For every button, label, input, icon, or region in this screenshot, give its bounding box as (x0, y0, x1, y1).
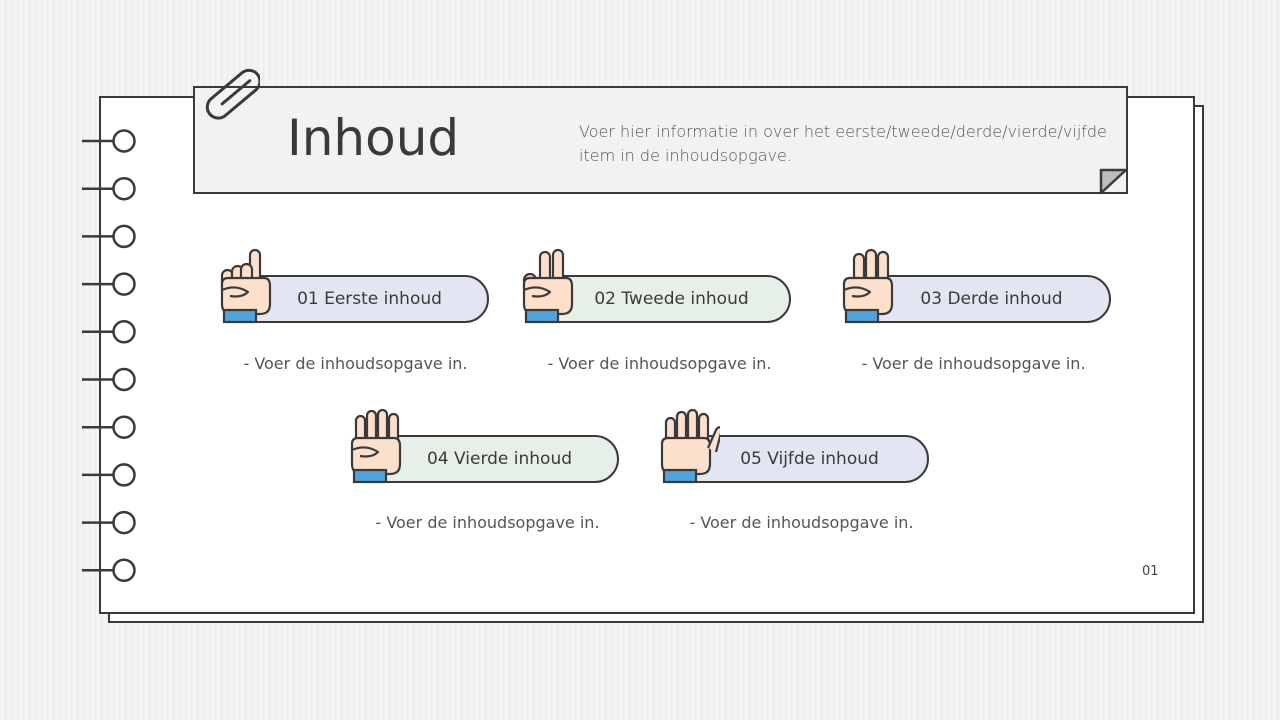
ring-hole (112, 367, 136, 392)
hand-three-fingers-icon (842, 248, 894, 324)
ring-hole (112, 558, 136, 583)
cuff (662, 468, 698, 484)
ring-hole (112, 510, 136, 535)
item-label-pill[interactable]: 02 Tweede inhoud (552, 275, 791, 323)
thumb (523, 286, 552, 298)
cuff (524, 308, 560, 324)
ring-hole (112, 224, 136, 249)
item-label-pill[interactable]: 01 Eerste inhoud (250, 275, 489, 323)
item-label: 01 Eerste inhoud (297, 289, 442, 309)
item-label: 03 Derde inhoud (920, 289, 1063, 309)
palm (842, 276, 894, 316)
item-label: 04 Vierde inhoud (426, 449, 573, 469)
cuff (352, 468, 388, 484)
item-description: - Voer de inhoudsopgave in. (243, 354, 468, 373)
ring-hole (112, 272, 136, 296)
ring-hole (112, 320, 136, 344)
item-description: - Voer de inhoudsopgave in. (689, 513, 914, 532)
hand-one-finger-icon (220, 248, 272, 324)
palm (350, 436, 402, 476)
item-label: 05 Vijfde inhoud (740, 449, 879, 469)
title-description: Voer hier informatie in over het eerste/… (579, 122, 1107, 165)
item-label: 02 Tweede inhoud (594, 289, 749, 309)
thumb (843, 286, 872, 298)
item-description: - Voer de inhoudsopgave in. (375, 513, 600, 532)
hand-two-fingers-icon (522, 248, 574, 324)
page-number: 01 (1142, 564, 1159, 579)
hand-four-fingers-icon (350, 408, 402, 484)
ring-hole (112, 463, 136, 487)
page-title: Inhoud (287, 109, 460, 167)
cuff (222, 308, 258, 324)
thumb (351, 446, 380, 458)
paperclip-icon (205, 68, 260, 120)
palm (660, 436, 712, 476)
ring-hole (112, 129, 136, 153)
thumb (706, 426, 720, 453)
palm (522, 276, 574, 316)
item-description: - Voer de inhoudsopgave in. (861, 354, 1086, 373)
palm (220, 276, 272, 316)
item-label-pill[interactable]: 05 Vijfde inhoud (690, 435, 929, 483)
hand-five-fingers-icon (660, 408, 720, 484)
item-description: - Voer de inhoudsopgave in. (547, 354, 772, 373)
item-label-pill[interactable]: 03 Derde inhoud (872, 275, 1111, 323)
thumb (221, 286, 250, 298)
spiral-rings (82, 129, 136, 583)
item-label-pill[interactable]: 04 Vierde inhoud (380, 435, 619, 483)
title-card (193, 86, 1128, 194)
ring-hole (112, 415, 136, 439)
ring-hole (112, 176, 136, 201)
cuff (844, 308, 880, 324)
